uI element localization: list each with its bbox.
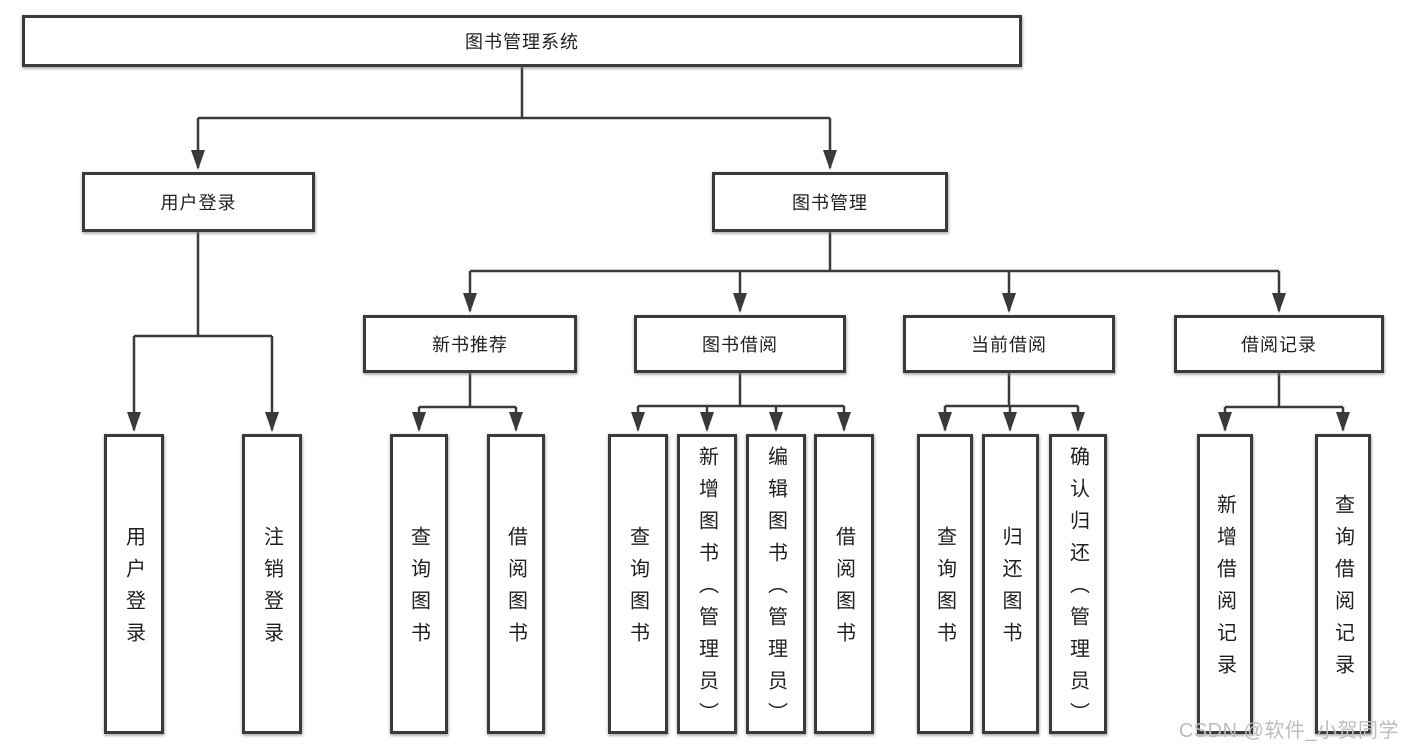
node-label: 确认归还（管理员）	[1066, 446, 1089, 734]
node-leaf-confirm-return-admin: 确认归还（管理员）	[1049, 434, 1107, 734]
node-label: 图书借阅	[702, 335, 778, 355]
node-label: 查询图书	[933, 526, 956, 654]
node-leaf-logout: 注销登录	[242, 434, 302, 734]
node-leaf-edit-books-admin: 编辑图书（管理员）	[746, 434, 806, 734]
node-label: 新增图书（管理员）	[695, 446, 718, 734]
node-leaf-query-books-current: 查询图书	[917, 434, 973, 734]
node-label: 借阅记录	[1241, 335, 1317, 355]
node-library-management-system: 图书管理系统	[22, 15, 1022, 67]
node-label: 图书管理系统	[465, 32, 579, 52]
node-user-login-group: 用户登录	[82, 172, 315, 232]
node-leaf-borrow-books: 借阅图书	[814, 434, 874, 734]
node-label: 查询借阅记录	[1331, 494, 1354, 686]
node-label: 当前借阅	[971, 335, 1047, 355]
node-label: 查询图书	[407, 526, 430, 654]
csdn-watermark: CSDN @软件_小贺同学	[1178, 720, 1399, 742]
node-label: 图书管理	[792, 193, 868, 213]
node-book-borrow: 图书借阅	[634, 315, 846, 373]
node-book-management: 图书管理	[712, 172, 948, 232]
node-label: 查询图书	[626, 526, 649, 654]
node-leaf-query-books-newbook: 查询图书	[390, 434, 448, 734]
node-leaf-return-books: 归还图书	[982, 434, 1039, 734]
node-current-borrow: 当前借阅	[903, 315, 1115, 373]
node-label: 归还图书	[999, 526, 1021, 654]
node-leaf-borrow-books-newbook: 借阅图书	[487, 434, 545, 734]
node-leaf-query-borrow-record: 查询借阅记录	[1315, 434, 1371, 734]
node-borrow-records: 借阅记录	[1174, 315, 1384, 373]
node-label: 用户登录	[122, 526, 145, 654]
node-label: 注销登录	[260, 526, 283, 654]
node-label: 新增借阅记录	[1213, 494, 1236, 686]
node-label: 编辑图书（管理员）	[764, 446, 787, 734]
node-new-book-recommend: 新书推荐	[363, 315, 577, 373]
node-leaf-add-books-admin: 新增图书（管理员）	[677, 434, 737, 734]
node-leaf-user-login: 用户登录	[104, 434, 164, 734]
node-leaf-query-books-borrow: 查询图书	[608, 434, 668, 734]
node-label: 借阅图书	[832, 526, 855, 654]
node-label: 借阅图书	[504, 526, 527, 654]
node-label: 用户登录	[160, 193, 237, 213]
node-label: 新书推荐	[432, 335, 508, 355]
node-leaf-add-borrow-record: 新增借阅记录	[1197, 434, 1253, 734]
